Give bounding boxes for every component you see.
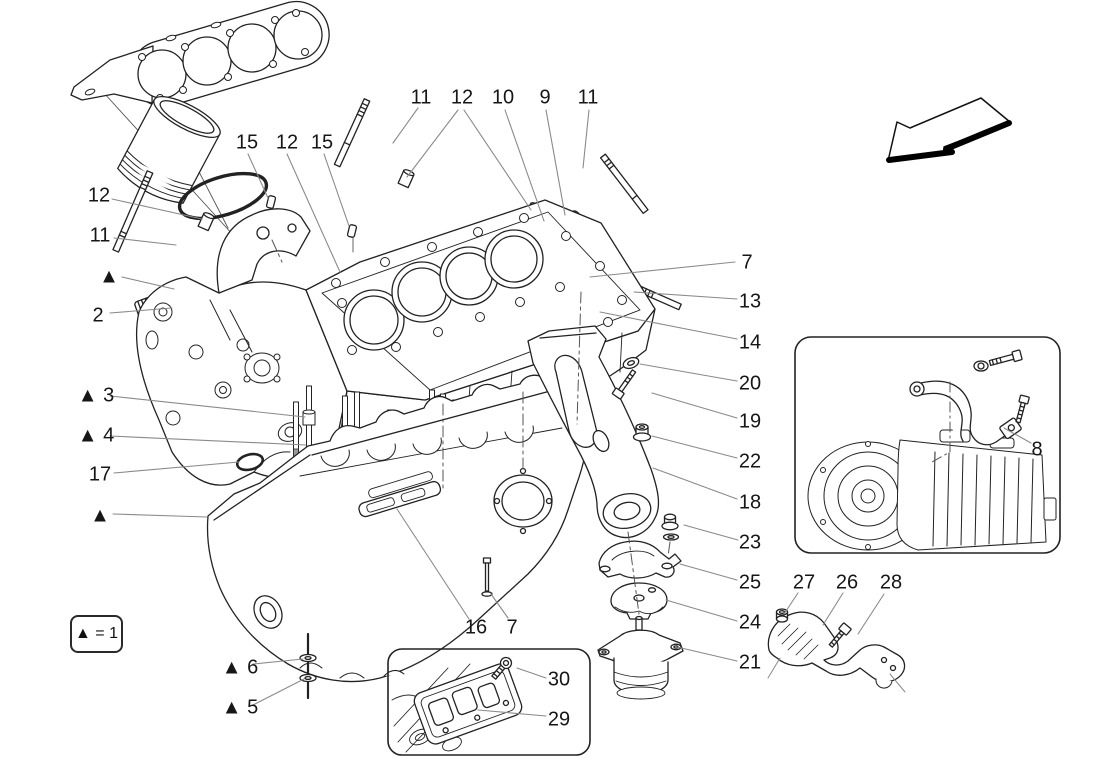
- direction-arrow-icon: [886, 97, 1012, 163]
- legend-box: ▲ = 1: [70, 615, 123, 653]
- leader-lines: [109, 107, 1032, 717]
- oil-baffle-inset: [387, 648, 591, 756]
- gearbox-inset: [794, 336, 1061, 554]
- centerlines: [271, 239, 671, 615]
- engine-mount-drawing: [597, 540, 684, 700]
- engine-mount-bracket-drawing: [527, 325, 680, 541]
- liner-seal-ring-drawing: [177, 171, 269, 221]
- o-ring-drawing: [235, 452, 265, 472]
- lower-crankcase-drawing: [206, 374, 588, 700]
- cylinder-liner-drawing: [117, 96, 221, 204]
- head-gasket-drawing: [70, 0, 330, 108]
- legend-text: ▲ = 1: [75, 625, 118, 642]
- support-bracket-drawing: [767, 608, 906, 693]
